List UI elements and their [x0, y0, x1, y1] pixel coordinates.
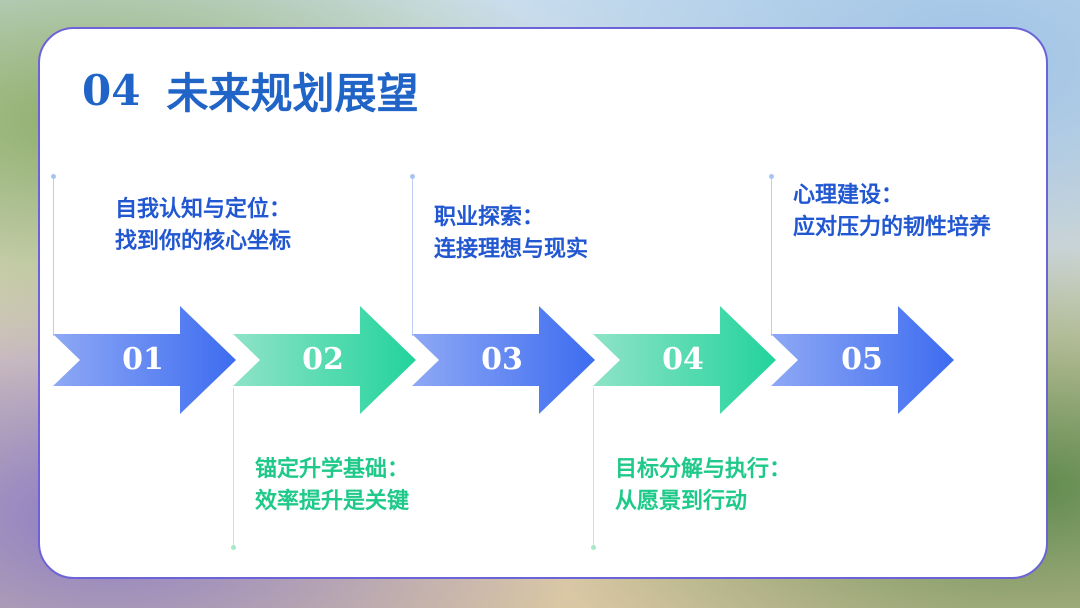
connector-line-4 [593, 388, 594, 548]
arrow-5 [771, 306, 954, 414]
section-title: 未来规划展望 [166, 68, 419, 118]
step-label-5: 心理建设： 应对压力的韧性培养 [793, 183, 992, 240]
connector-line-3 [412, 176, 413, 336]
page-title: 04 未来规划展望 [82, 62, 418, 118]
step-label-4: 目标分解与执行： 从愿景到行动 [615, 457, 792, 514]
step-number-2: 02 [302, 342, 344, 377]
connector-dot-2 [231, 545, 236, 550]
arrow-3 [412, 306, 595, 414]
connector-line-5 [771, 176, 772, 336]
arrow-1 [53, 306, 236, 414]
step-number-5: 05 [841, 342, 883, 377]
arrow-4 [593, 306, 776, 414]
step-label-2: 锚定升学基础： 效率提升是关键 [255, 457, 410, 514]
connector-line-2 [233, 388, 234, 548]
connector-dot-1 [51, 174, 56, 179]
connector-dot-5 [769, 174, 774, 179]
connector-dot-4 [591, 545, 596, 550]
connector-dot-3 [410, 174, 415, 179]
step-label-1: 自我认知与定位： 找到你的核心坐标 [115, 197, 292, 254]
step-number-3: 03 [481, 342, 523, 377]
step-number-1: 01 [122, 342, 164, 377]
content-card [38, 27, 1048, 579]
connector-line-1 [53, 176, 54, 336]
arrow-2 [233, 306, 416, 414]
section-number: 04 [82, 65, 141, 115]
step-number-4: 04 [662, 342, 704, 377]
step-label-3: 职业探索： 连接理想与现实 [434, 205, 589, 262]
